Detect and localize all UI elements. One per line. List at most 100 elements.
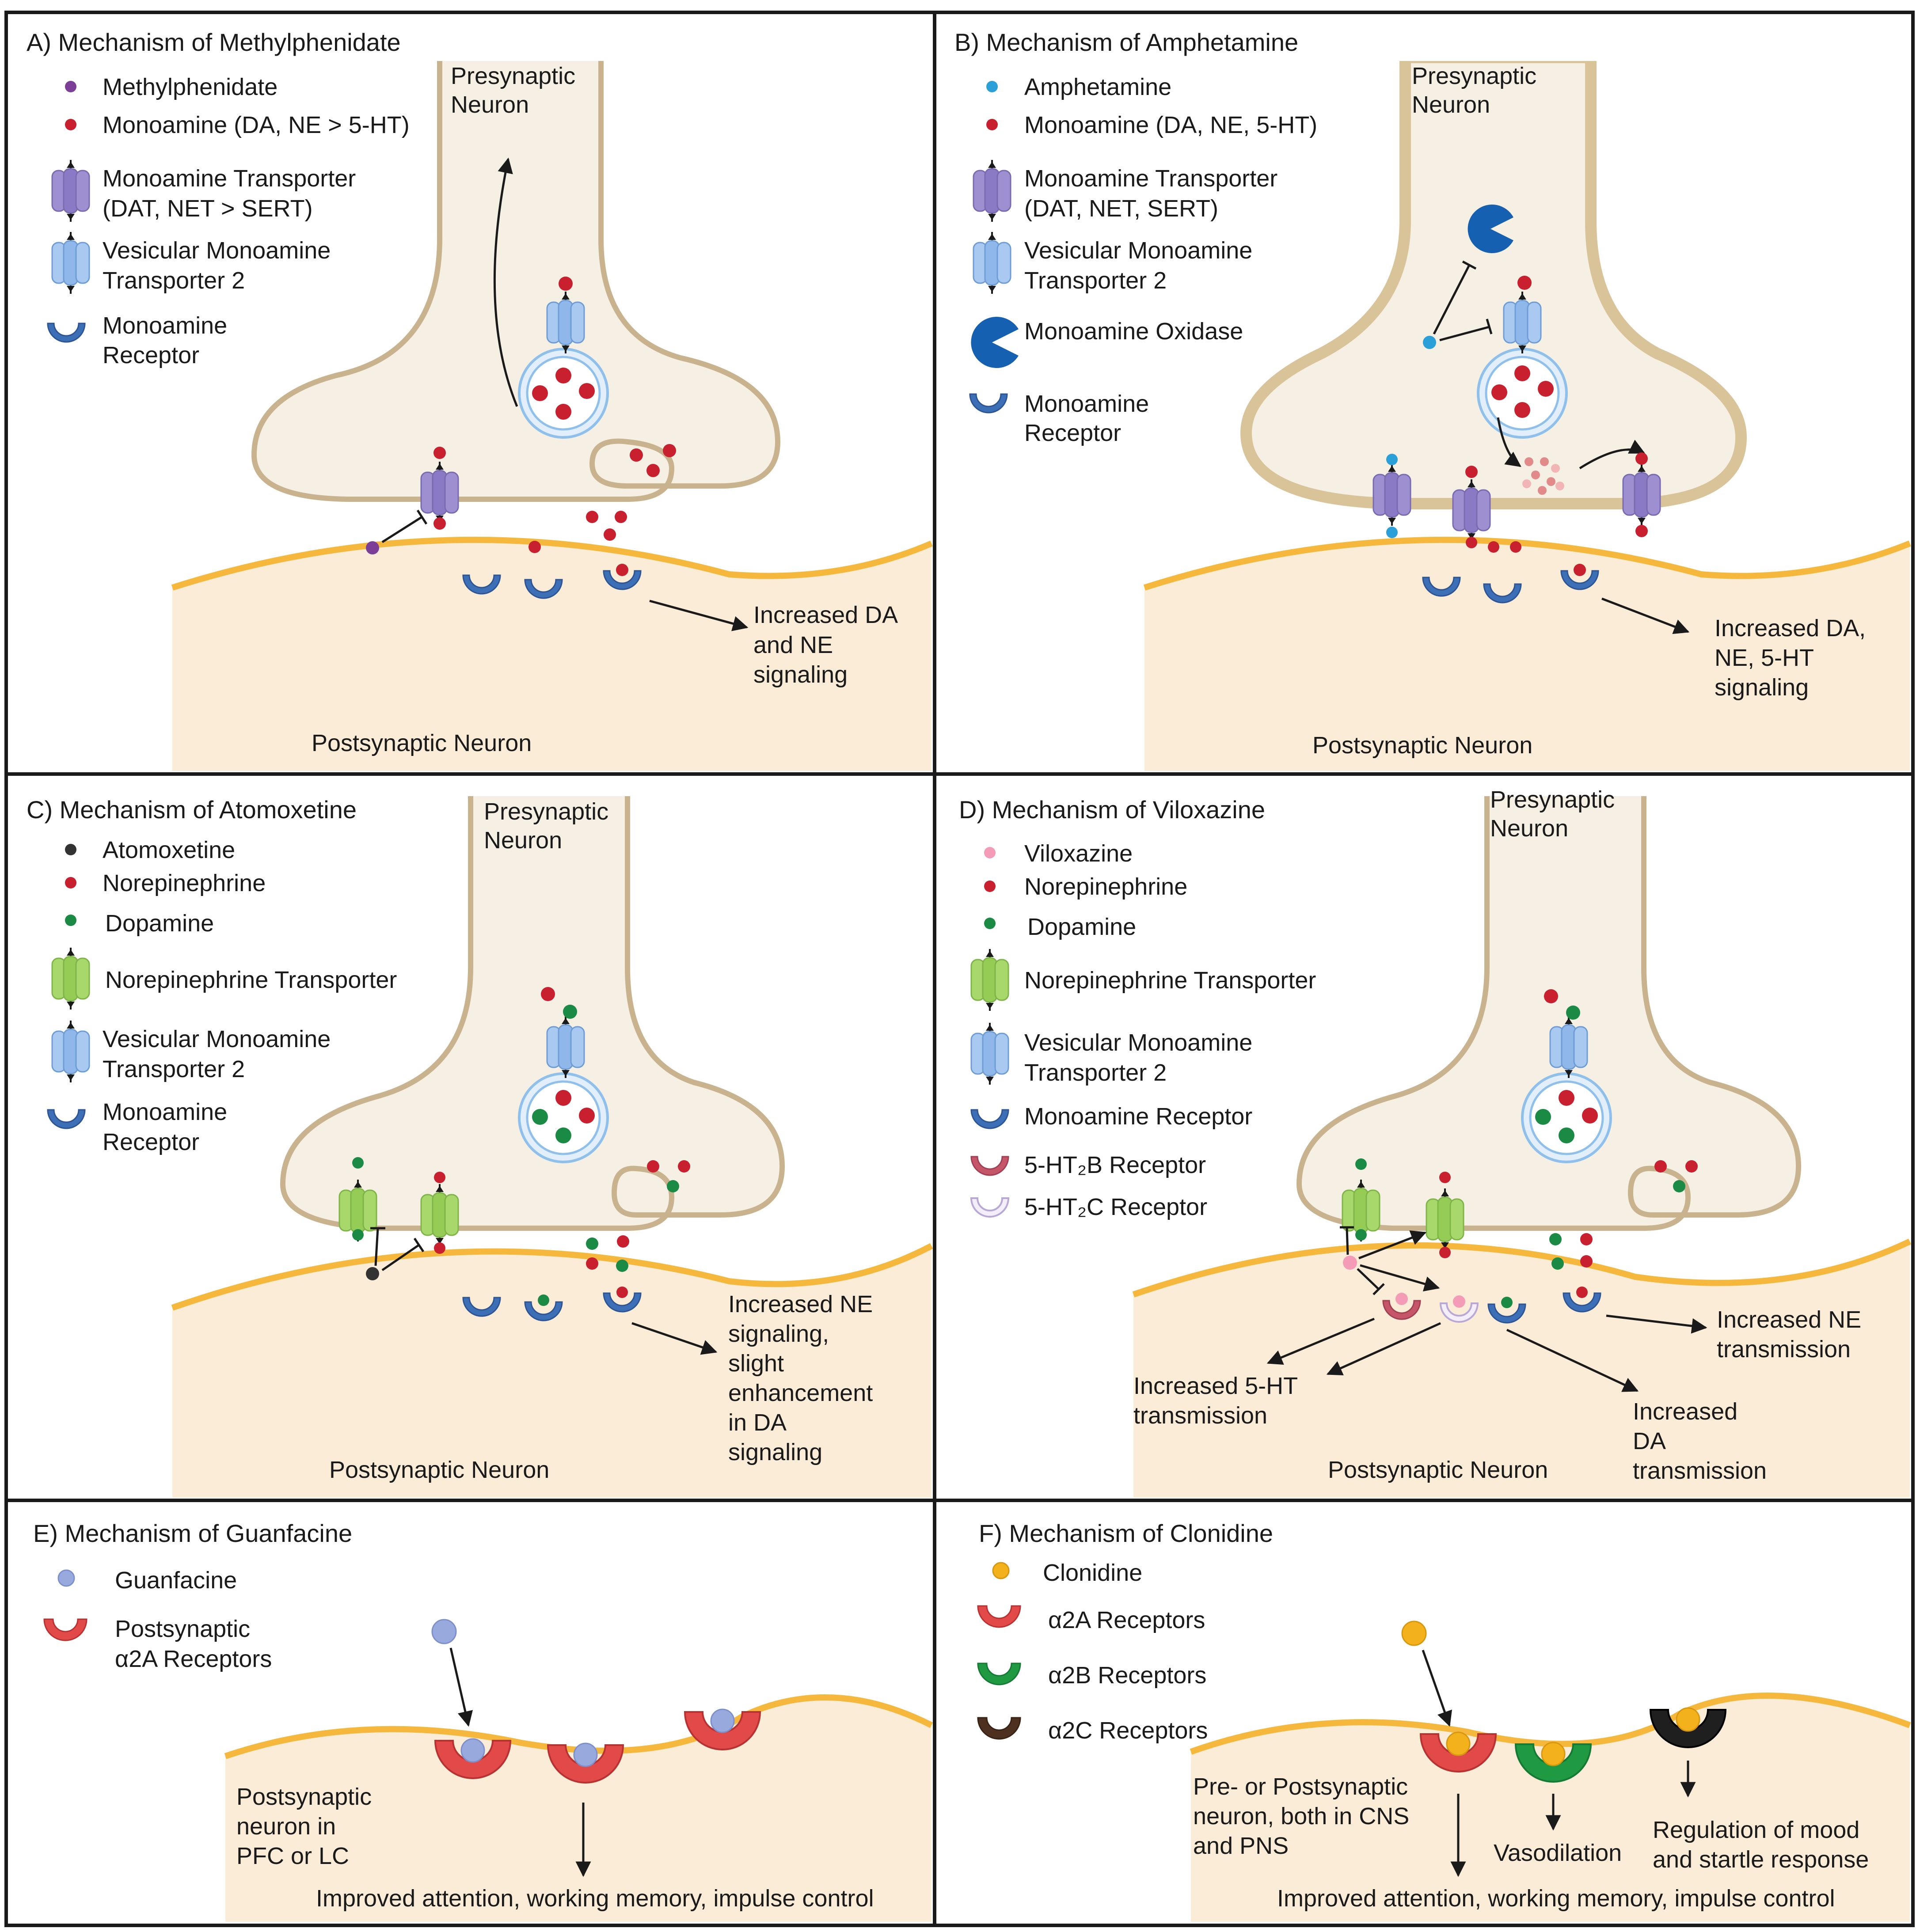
5-ht2b-receptor-icon [970, 1156, 1009, 1176]
effect-label: signaling [1715, 674, 1809, 701]
panel-f-title: F) Mechanism of Clonidine [979, 1519, 1273, 1547]
effect-label: DA [1633, 1428, 1666, 1454]
panel-d-title: D) Mechanism of Viloxazine [959, 796, 1265, 824]
effect-label: transmission [1717, 1336, 1851, 1363]
presynaptic-label: Neuron [451, 91, 529, 118]
monoamine-receptor-icon [47, 1109, 86, 1129]
presynaptic-label: Neuron [1490, 815, 1568, 842]
legend-label: Transporter 2 [103, 1056, 245, 1082]
legend-label: Norepinephrine Transporter [1024, 967, 1316, 994]
figure-border [4, 11, 1915, 1927]
dopamine-icon [984, 918, 996, 929]
effect-label: Increased DA [753, 602, 898, 628]
effect-label: signaling [753, 661, 848, 688]
atomoxetine-icon [65, 844, 76, 855]
vmat2-icon [51, 1020, 90, 1083]
panel-e-title: E) Mechanism of Guanfacine [33, 1519, 352, 1547]
legend-label: Vesicular Monoamine [103, 1026, 331, 1052]
postsynaptic-label: and PNS [1193, 1833, 1289, 1859]
legend-label: 5-HT₂C Receptor [1024, 1194, 1207, 1220]
legend-label: Transporter 2 [103, 267, 245, 294]
presynaptic-label: Neuron [1412, 91, 1490, 118]
amphetamine-icon [986, 81, 998, 92]
viloxazine-icon [984, 847, 996, 858]
vmat2-icon [51, 231, 90, 295]
legend-label: Monoamine [103, 312, 227, 339]
a2a-receptor-icon [977, 1605, 1021, 1628]
legend-label: Monoamine [103, 1099, 227, 1125]
legend-label: Vesicular Monoamine [1024, 237, 1252, 264]
monoamine-transporter-icon [973, 159, 1011, 223]
legend-label: Postsynaptic [115, 1616, 250, 1642]
legend-label: Transporter 2 [1024, 267, 1167, 294]
legend-label: α2A Receptors [115, 1646, 272, 1672]
effect-label: and startle response [1653, 1846, 1869, 1873]
mao-icon [971, 317, 1019, 368]
legend-label: Amphetamine [1024, 74, 1171, 100]
methylphenidate-icon [65, 81, 76, 92]
legend-label: α2B Receptors [1048, 1662, 1206, 1689]
vmat2-icon [973, 231, 1011, 295]
a2a-receptor-icon [43, 1618, 87, 1641]
legend-label: Atomoxetine [103, 837, 235, 863]
legend-label: Norepinephrine [1024, 873, 1187, 900]
panel-d: D) Mechanism of Viloxazine Viloxazine No… [959, 778, 1912, 1498]
a2c-receptor-icon [977, 1717, 1021, 1740]
panel-c: C) Mechanism of Atomoxetine Atomoxetine … [27, 778, 933, 1498]
presynaptic-label: Presynaptic [1412, 63, 1536, 89]
postsynaptic-label: Postsynaptic Neuron [329, 1457, 549, 1483]
legend-label: Clonidine [1043, 1560, 1142, 1586]
clonidine-icon [992, 1562, 1010, 1579]
monoamine-transporter-icon [51, 159, 90, 223]
presynaptic-label: Presynaptic [484, 798, 608, 825]
presynaptic-label: Presynaptic [1490, 786, 1615, 813]
legend-label: Monoamine (DA, NE > 5-HT) [103, 112, 410, 138]
monoamine-receptor-icon [47, 323, 86, 343]
presynaptic-label: Presynaptic [451, 63, 575, 89]
presynaptic-label: Neuron [484, 827, 562, 854]
effect-label: Increased NE [1717, 1306, 1861, 1333]
legend-label: Dopamine [105, 910, 214, 937]
a2b-receptor-icon [977, 1663, 1021, 1685]
effect-label: transmission [1633, 1458, 1767, 1484]
legend-label: Monoamine Transporter [103, 165, 356, 192]
effect-label: and NE [753, 632, 833, 658]
effect-label: transmission [1133, 1402, 1267, 1429]
postsynaptic-label: Postsynaptic Neuron [1312, 732, 1532, 759]
panel-f: F) Mechanism of Clonidine Clonidine α2A … [977, 1519, 1911, 1922]
effect-label: NE, 5-HT [1715, 645, 1814, 671]
legend-label: Methylphenidate [103, 74, 278, 100]
legend-label: Monoamine [1024, 391, 1149, 417]
panel-b: B) Mechanism of Amphetamine Amphetamine … [954, 28, 1911, 771]
postsynaptic-label: Pre- or Postsynaptic [1193, 1773, 1408, 1800]
effect-label: Vasodilation [1494, 1840, 1622, 1866]
panel-a-title: A) Mechanism of Methylphenidate [27, 28, 401, 56]
effect-label: slight [728, 1350, 784, 1377]
legend-label: Monoamine Receptor [1024, 1103, 1252, 1130]
postsynaptic-label: PFC or LC [236, 1843, 349, 1869]
legend-label: Receptor [103, 342, 199, 368]
5-ht2c-receptor-icon [970, 1197, 1010, 1218]
legend-label: α2A Receptors [1048, 1607, 1205, 1633]
postsynaptic-label: Postsynaptic [236, 1784, 372, 1810]
effect-label: Increased [1633, 1398, 1738, 1425]
net-icon [51, 947, 90, 1010]
vmat2-icon [970, 1022, 1009, 1086]
legend-label: α2C Receptors [1048, 1717, 1208, 1744]
legend-label: (DAT, NET > SERT) [103, 195, 313, 222]
panel-b-title: B) Mechanism of Amphetamine [954, 28, 1298, 56]
guanfacine-icon [57, 1569, 75, 1587]
legend-label: Viloxazine [1024, 840, 1133, 867]
dopamine-icon [65, 915, 76, 926]
legend-label: Monoamine (DA, NE, 5-HT) [1024, 112, 1317, 138]
effect-label: Regulation of mood [1653, 1817, 1859, 1843]
legend-label: Norepinephrine [103, 870, 266, 896]
legend-label: Receptor [1024, 420, 1121, 446]
effect-label: Improved attention, working memory, impu… [316, 1885, 874, 1912]
panel-a: A) Mechanism of Methylphenidate Methylph… [27, 28, 933, 771]
legend-label: Norepinephrine Transporter [105, 967, 397, 993]
effect-label: signaling [728, 1439, 822, 1465]
legend-label: (DAT, NET, SERT) [1024, 195, 1218, 222]
legend-label: Monoamine Oxidase [1024, 318, 1243, 345]
